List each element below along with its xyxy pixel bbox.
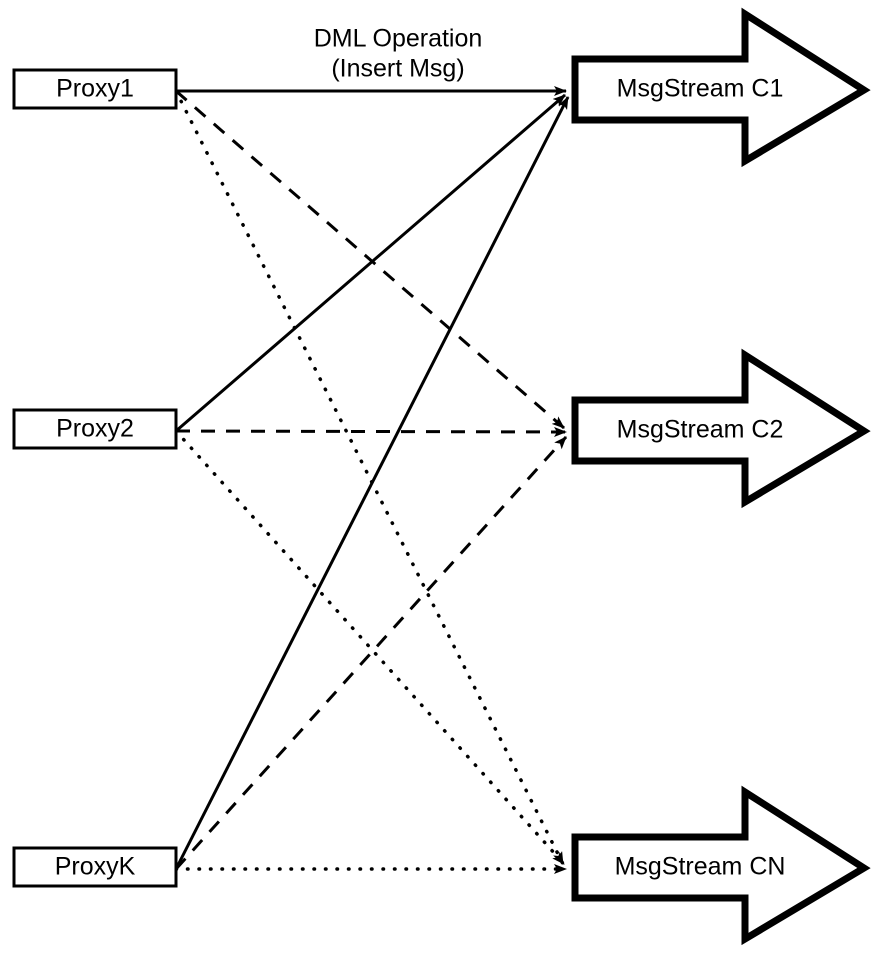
proxyk-label: ProxyK xyxy=(55,853,136,881)
proxy1-box[interactable] xyxy=(12,68,178,110)
annotation-dml-operation-line2: (Insert Msg) xyxy=(331,55,464,83)
proxy-node-proxyk[interactable]: ProxyK xyxy=(12,846,178,888)
link-group-proxy1 xyxy=(174,86,567,866)
proxy2-box[interactable] xyxy=(12,408,178,450)
proxy-node-proxy2[interactable]: Proxy2 xyxy=(12,408,178,450)
msgstream-c2-arrow-shape[interactable] xyxy=(571,348,871,509)
msgstream-cn-label: MsgStream CN xyxy=(615,853,786,881)
link-proxyk-to-msgstream-c2 xyxy=(174,435,568,871)
proxy1-label: Proxy1 xyxy=(56,75,134,103)
link-proxy2-to-msgstream-c1 xyxy=(175,93,566,433)
proxy2-label: Proxy2 xyxy=(56,415,134,443)
stream-node-msgstream-c1[interactable]: MsgStream C1 xyxy=(571,7,871,168)
annotation-dml-operation-line1: DML Operation xyxy=(314,25,483,53)
msgstream-c1-arrow-shape[interactable] xyxy=(571,7,871,168)
link-proxy2-to-msgstream-cn xyxy=(174,429,566,866)
link-proxy2-to-msgstream-c2 xyxy=(175,426,567,437)
link-group-proxyk xyxy=(174,96,570,874)
stream-node-msgstream-cn[interactable]: MsgStream CN xyxy=(571,785,871,946)
msgstream-c1-label: MsgStream C1 xyxy=(617,75,784,103)
proxy-node-proxy1[interactable]: Proxy1 xyxy=(12,68,178,110)
msgstream-c2-label: MsgStream C2 xyxy=(617,416,784,444)
annotation-dml-operation: DML Operation (Insert Msg) xyxy=(314,25,483,83)
link-proxyk-to-msgstream-c1 xyxy=(174,96,570,870)
link-proxy1-to-msgstream-cn xyxy=(174,89,565,866)
link-group-proxy2 xyxy=(174,93,567,866)
proxyk-box[interactable] xyxy=(12,846,178,888)
link-proxy1-to-msgstream-c2 xyxy=(175,89,565,430)
msgstream-cn-arrow-shape[interactable] xyxy=(571,785,871,946)
stream-node-msgstream-c2[interactable]: MsgStream C2 xyxy=(571,348,871,509)
